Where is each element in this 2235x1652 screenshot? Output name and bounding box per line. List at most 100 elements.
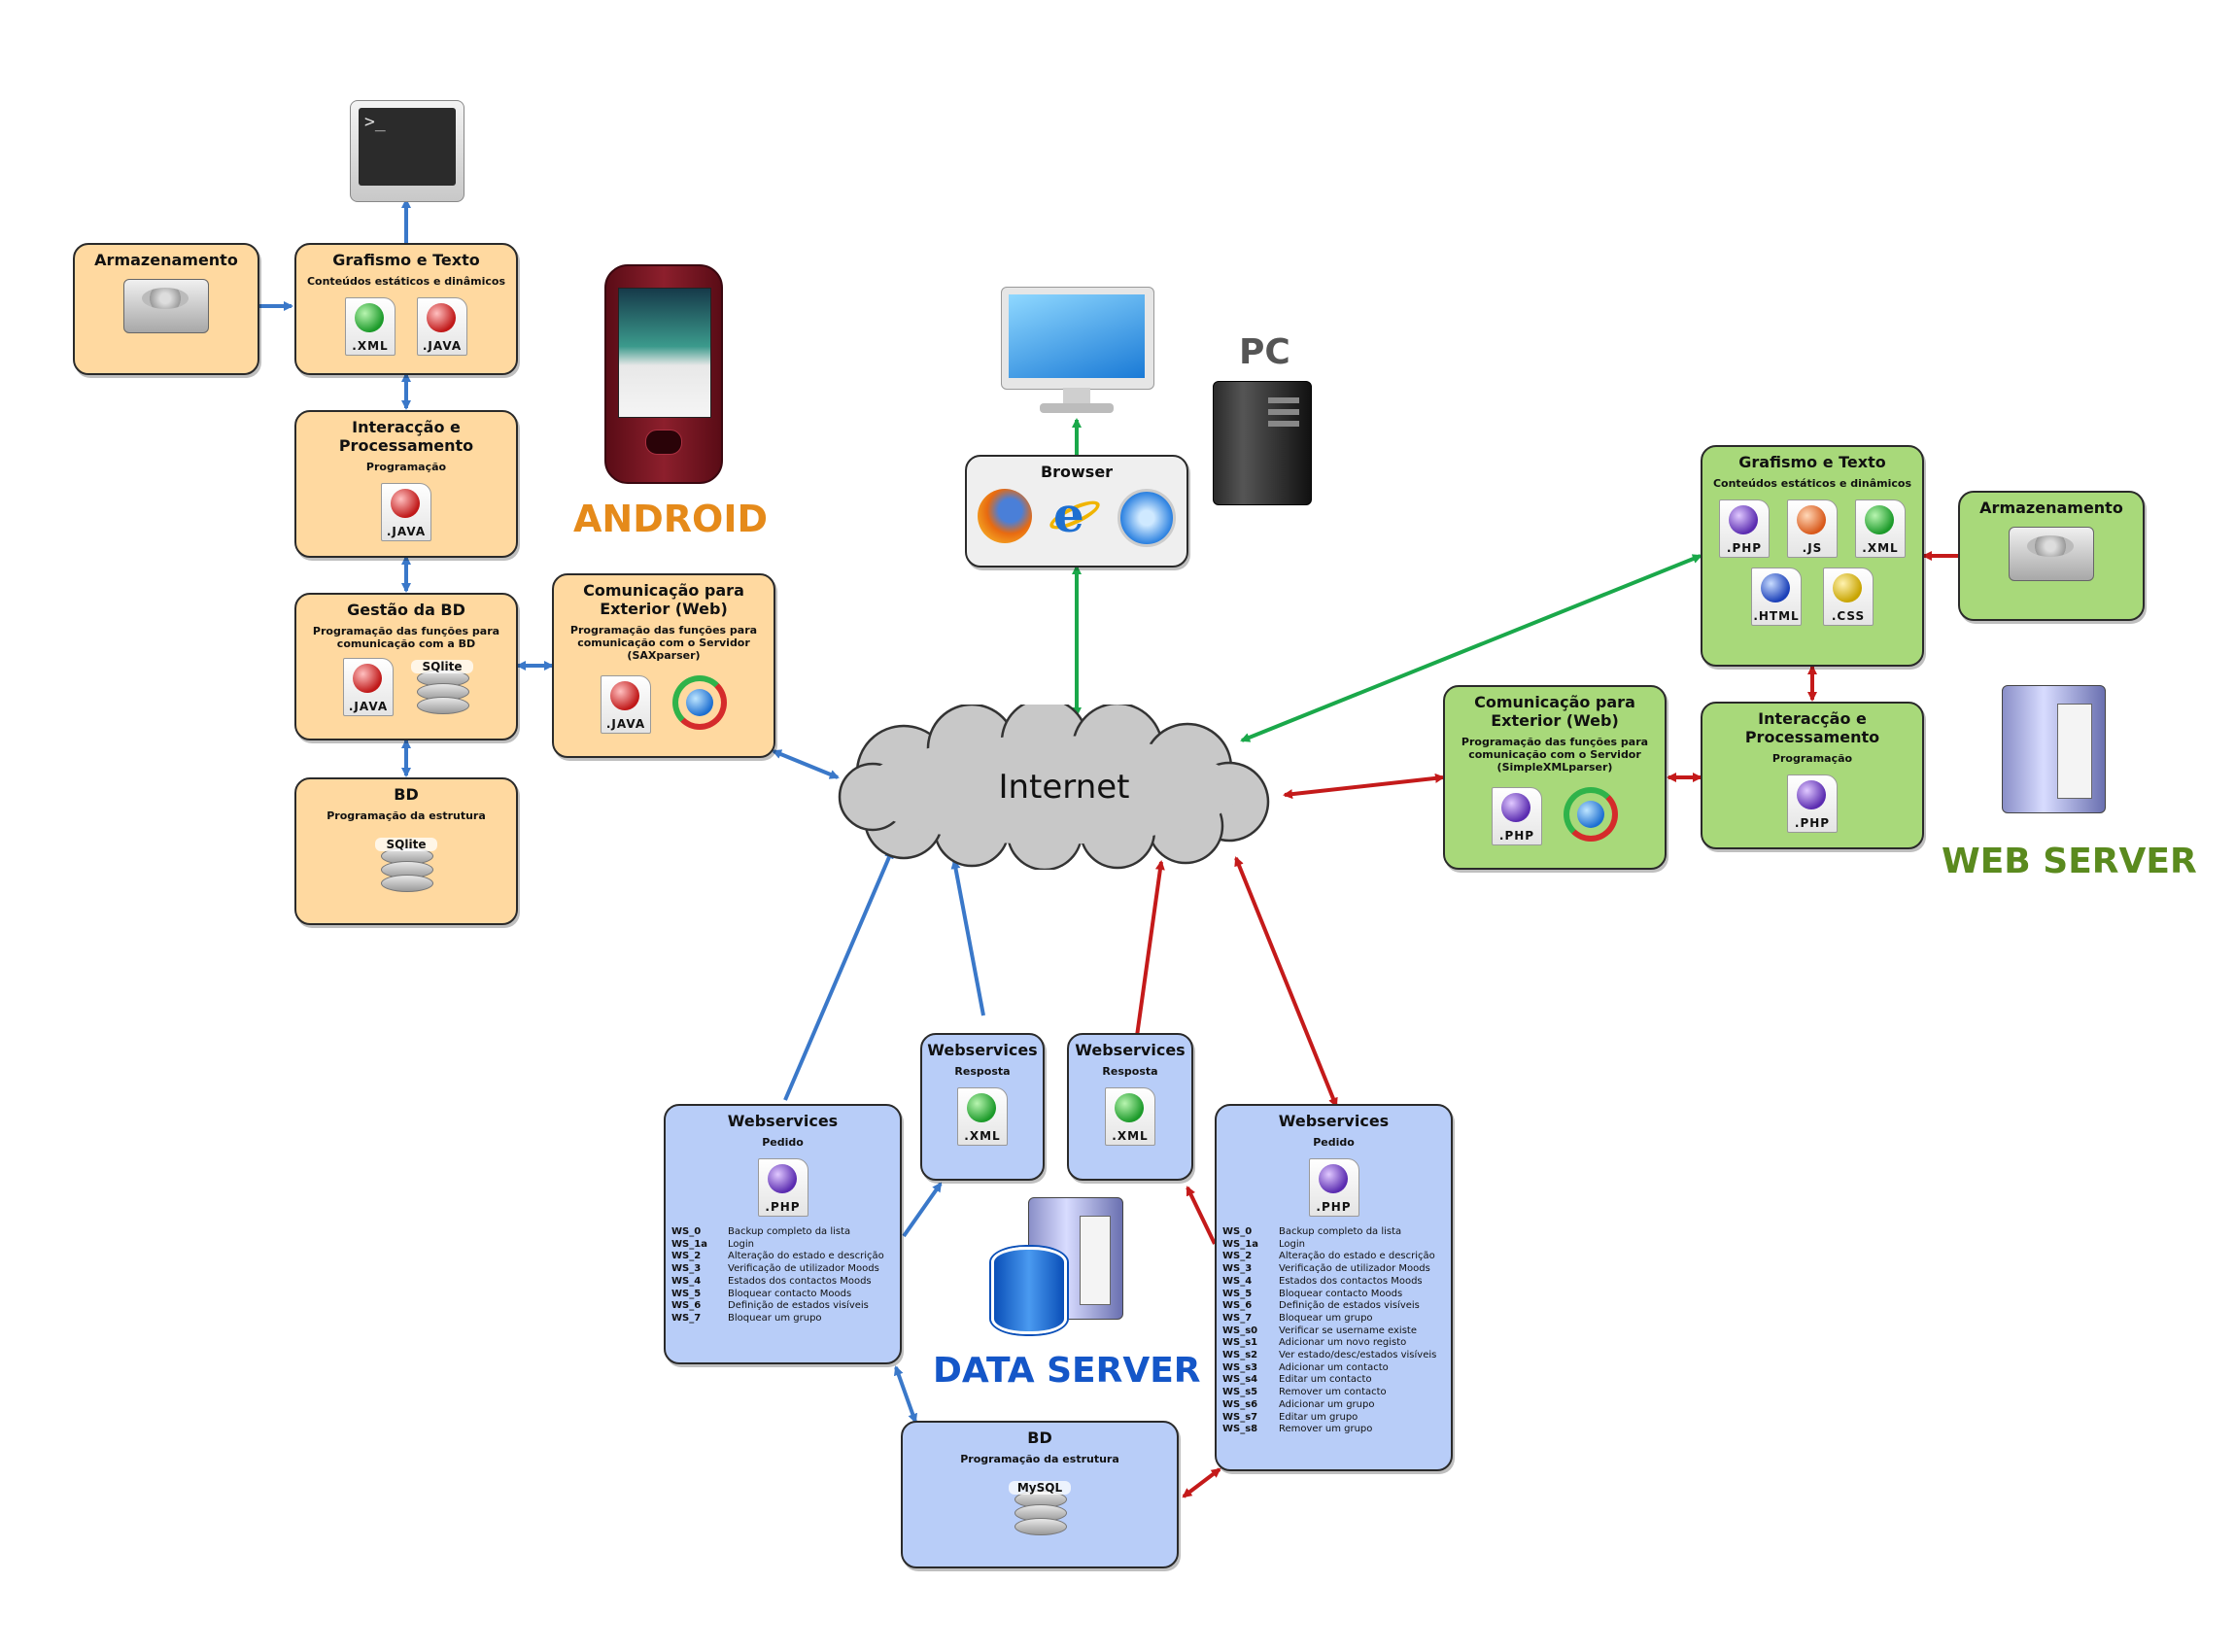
box-title: Comunicação para Exterior (Web) <box>583 581 744 618</box>
mysql-database-icon: MySQL <box>1009 1479 1071 1541</box>
database-icon <box>991 1247 1067 1334</box>
pc-tower-icon <box>1213 381 1312 505</box>
box-subtitle: Programação <box>365 461 447 473</box>
webservice-description: Alteração do estado e descrição <box>1279 1251 1435 1262</box>
box-subtitle: Programação da estrutura <box>960 1453 1119 1465</box>
hard-drive-icon <box>2009 527 2094 581</box>
webservice-code: WS_1a <box>1222 1238 1258 1250</box>
webservice-code: WS_7 <box>671 1312 702 1324</box>
webservice-code: WS_s7 <box>1222 1411 1258 1423</box>
webservice-description: Login <box>1279 1238 1305 1250</box>
html-file-icon: .HTML <box>1751 568 1802 626</box>
firefox-icon <box>978 489 1032 543</box>
webservice-item: WS_s0 Verificar se username existe <box>1222 1325 1451 1338</box>
web-comm-box: Comunicação para Exterior (Web) Programa… <box>1443 685 1667 870</box>
android-interaction-box: Interacção e Processamento Programação .… <box>294 410 518 558</box>
arrow-internet-ws-right <box>1234 856 1338 1108</box>
box-subtitle: Pedido <box>762 1136 804 1149</box>
webservice-code: WS_0 <box>671 1226 702 1237</box>
box-title: Webservices <box>927 1041 1038 1059</box>
web-graphics-box: Grafismo e Texto Conteúdos estáticos e d… <box>1701 445 1924 667</box>
webservice-item: WS_7 Bloquear um grupo <box>1222 1313 1451 1325</box>
java-file-icon: .JAVA <box>417 297 467 356</box>
webservice-description: Editar um contacto <box>1279 1374 1372 1386</box>
android-graphics-box: Grafismo e Texto Conteúdos estáticos e d… <box>294 243 518 375</box>
php-file-icon: .PHP <box>1719 499 1770 558</box>
box-title: Webservices <box>1278 1112 1390 1130</box>
box-title: Webservices <box>727 1112 839 1130</box>
php-file-icon: .PHP <box>1492 787 1542 845</box>
webservice-description: Remover um grupo <box>1279 1424 1373 1435</box>
webservice-code: WS_s3 <box>1222 1361 1258 1373</box>
box-title: Interacção e Processamento <box>338 418 474 455</box>
webservice-item: WS_s7 Editar um grupo <box>1222 1412 1451 1425</box>
webservice-description: Editar um grupo <box>1279 1411 1358 1423</box>
android-storage-box: Armazenamento <box>73 243 259 375</box>
android-phone-icon <box>604 264 723 484</box>
data-db-box: BD Programação da estrutura MySQL <box>901 1421 1179 1568</box>
webservice-description: Backup completo da lista <box>1279 1226 1402 1237</box>
android-db-management-box: Gestão da BD Programação das funções par… <box>294 593 518 740</box>
java-file-icon: .JAVA <box>343 658 394 716</box>
webservice-item: WS_5 Bloquear contacto Moods <box>1222 1289 1451 1301</box>
data-server-label: DATA SERVER <box>933 1351 1201 1391</box>
css-file-icon: .CSS <box>1823 568 1874 626</box>
webservice-code: WS_7 <box>1222 1312 1253 1324</box>
webservice-item: WS_0 Backup completo da lista <box>1222 1226 1451 1239</box>
webservice-description: Verificação de utilizador Moods <box>1279 1263 1430 1275</box>
webservice-description: Verificar se username existe <box>1279 1325 1417 1336</box>
webservice-code: WS_1a <box>671 1238 707 1250</box>
webservice-description: Adicionar um grupo <box>1279 1398 1375 1410</box>
sync-globe-icon <box>1564 787 1618 842</box>
webservice-code: WS_6 <box>671 1300 702 1312</box>
box-title: Grafismo e Texto <box>332 251 480 269</box>
arrow-ws-right-resp-right <box>1186 1186 1217 1245</box>
box-title: Armazenamento <box>94 251 238 269</box>
arrow-ws-left-resp-left <box>902 1182 943 1238</box>
pc-browser-box: Browser e <box>965 455 1188 568</box>
monitor-icon <box>1001 287 1154 418</box>
webservice-description: Adicionar um novo registo <box>1279 1337 1407 1349</box>
webservice-code: WS_3 <box>671 1263 702 1275</box>
web-server-label: WEB SERVER <box>1942 842 2197 881</box>
webservice-code: WS_5 <box>1222 1288 1253 1299</box>
sqlite-database-icon: SQlite <box>411 658 473 720</box>
web-interaction-box: Interacção e Processamento Programação .… <box>1701 702 1924 849</box>
internet-explorer-icon: e <box>1046 489 1104 543</box>
webservice-code: WS_s8 <box>1222 1424 1258 1435</box>
box-subtitle: Conteúdos estáticos e dinâmicos <box>306 275 506 288</box>
web-storage-box: Armazenamento <box>1958 491 2145 621</box>
arrow-internet-ws-left <box>783 848 894 1101</box>
webservice-description: Bloquear contacto Moods <box>1279 1288 1403 1299</box>
xml-file-icon: .XML <box>957 1087 1008 1146</box>
webservice-code: WS_0 <box>1222 1226 1253 1237</box>
webservice-description: Adicionar um contacto <box>1279 1361 1389 1373</box>
ws-response-left-box: Webservices Resposta .XML <box>920 1033 1045 1181</box>
terminal-icon: >_ <box>350 100 464 202</box>
box-subtitle: Resposta <box>954 1065 1011 1078</box>
ws-response-right-box: Webservices Resposta .XML <box>1067 1033 1193 1181</box>
webservice-item: WS_1a Login <box>1222 1239 1451 1252</box>
webservice-description: Definição de estados visíveis <box>728 1300 869 1312</box>
webservice-code: WS_s2 <box>1222 1350 1258 1361</box>
webservice-code: WS_5 <box>671 1288 702 1299</box>
box-title: Interacção e Processamento <box>1744 709 1880 746</box>
webservice-description: Bloquear um grupo <box>1279 1312 1373 1324</box>
webservice-code: WS_6 <box>1222 1300 1253 1312</box>
box-subtitle: Programação das funções para comunicação… <box>312 625 500 650</box>
webservice-code: WS_s0 <box>1222 1325 1258 1336</box>
java-file-icon: .JAVA <box>601 675 651 734</box>
webservice-code: WS_4 <box>671 1275 702 1287</box>
